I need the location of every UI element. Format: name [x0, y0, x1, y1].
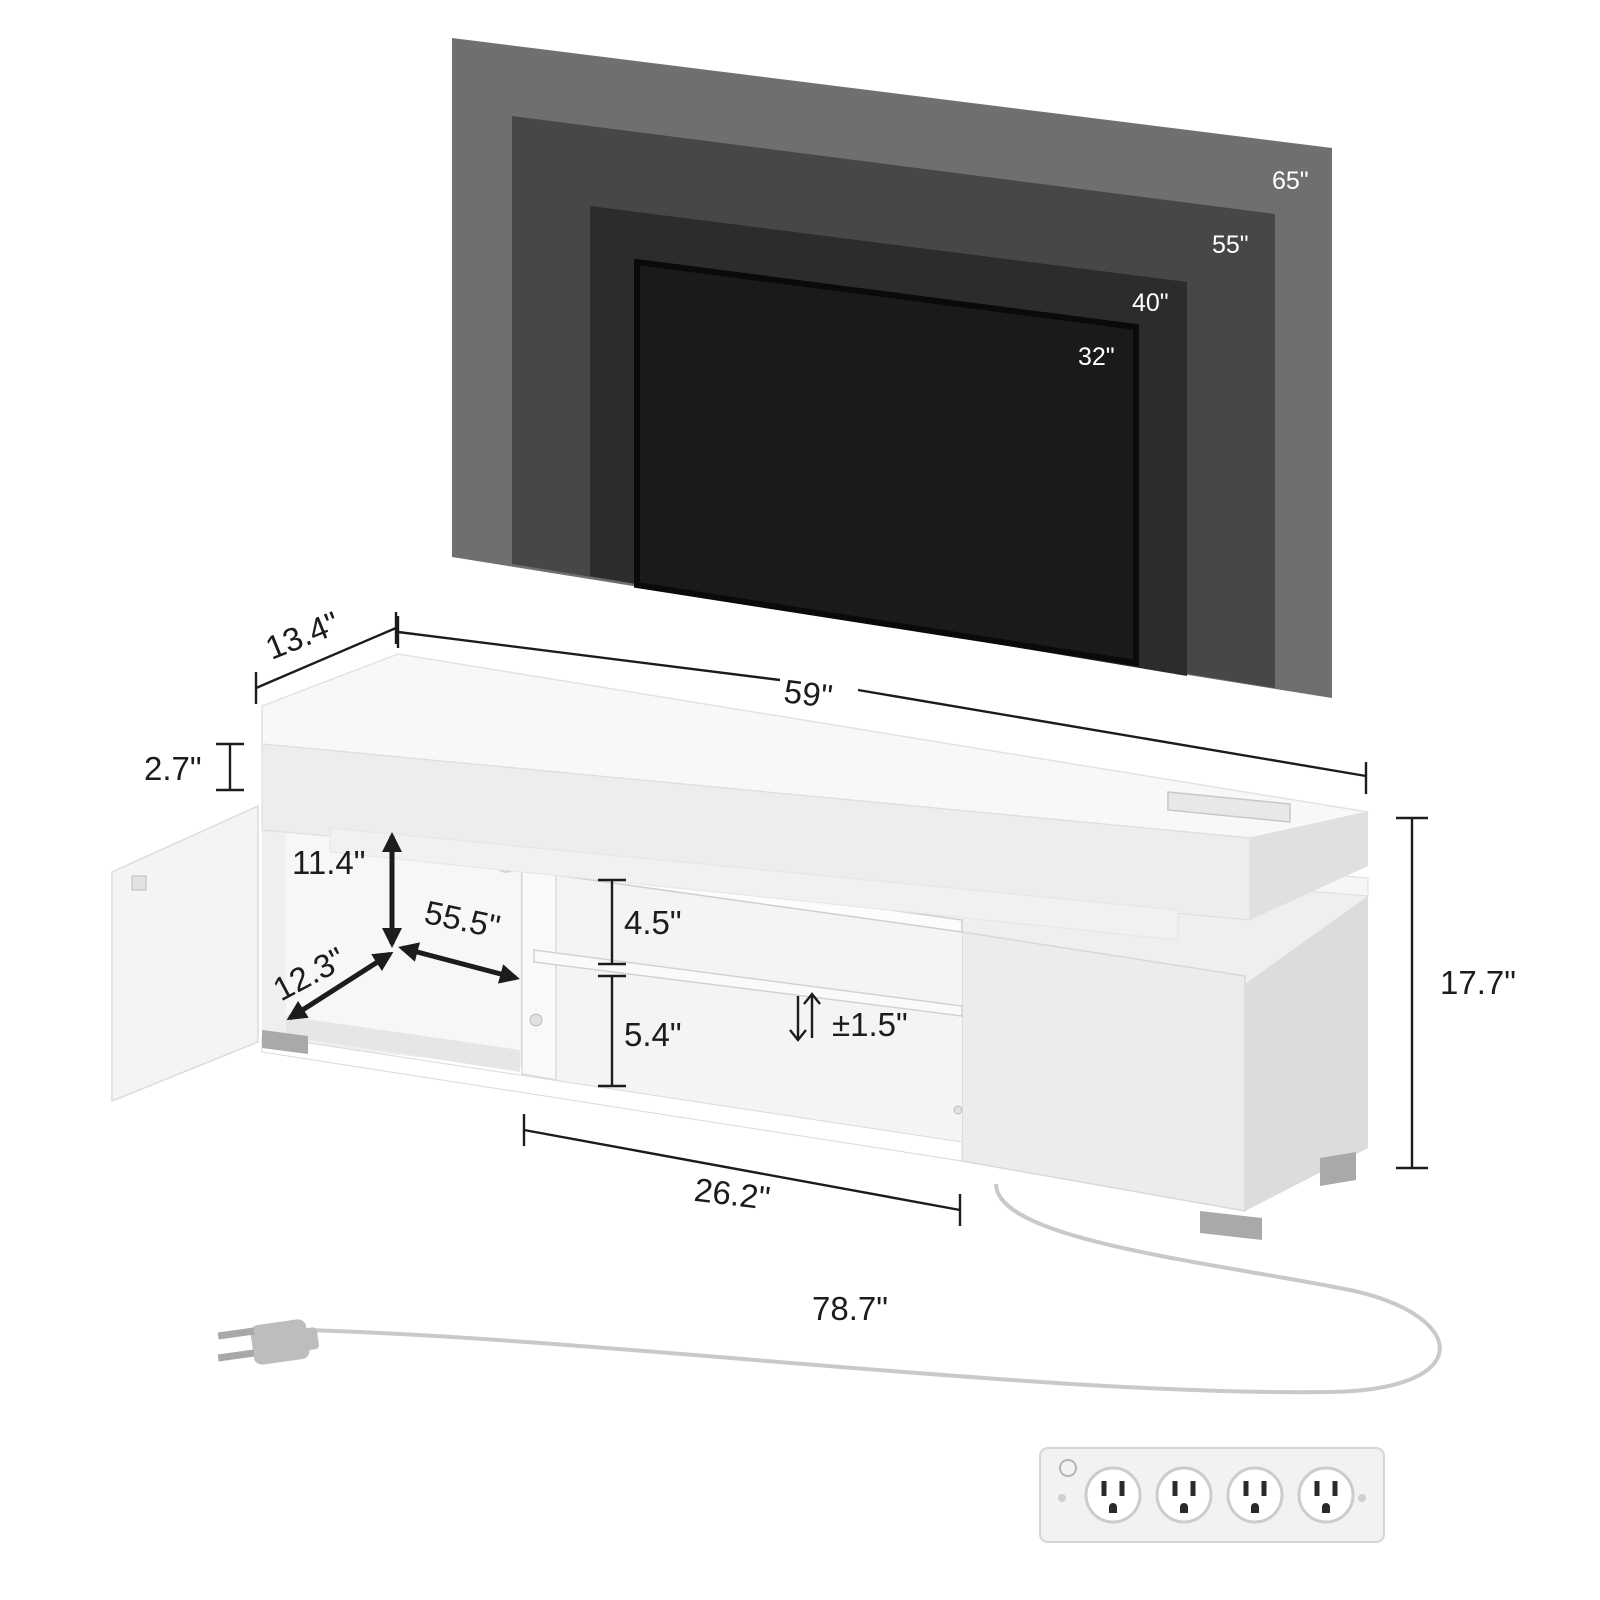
upper-shelf-height-label: 4.5" — [624, 904, 682, 941]
tv-size-silhouettes: 65" 55" 40" 32" — [452, 38, 1332, 698]
cord-length-label: 78.7" — [812, 1290, 888, 1327]
height-label: 17.7" — [1440, 964, 1516, 1001]
tv-32-silhouette — [634, 258, 1139, 667]
left-cabinet-door — [111, 804, 259, 1103]
stand-led-layer — [329, 827, 1179, 941]
tv-32-label: 32" — [1078, 343, 1115, 371]
power-cord — [217, 1183, 1442, 1395]
tv-65-label: 65" — [1272, 167, 1309, 195]
left-cabinet-floor — [286, 1016, 520, 1072]
outlet-icon — [1084, 1466, 1142, 1524]
tv-stand — [111, 653, 1369, 1240]
outlet-icon — [1226, 1466, 1284, 1524]
power-button-icon — [1059, 1459, 1077, 1477]
stand-foot — [1320, 1152, 1356, 1186]
shelf-adjust-label: ±1.5" — [832, 1006, 908, 1043]
cabinet-inner-height-label: 11.4" — [292, 844, 366, 881]
dimension-annotations: 13.4" 59" 2.7" 17.7" 11.4" 12.3" 55.5" 4… — [144, 604, 1516, 1327]
top-built-in-outlet — [1167, 791, 1291, 823]
adjust-arrows-icon — [789, 992, 821, 1042]
stand-right-side — [1245, 896, 1368, 1211]
strip-screw — [1358, 1494, 1366, 1502]
shelf-peg — [953, 1105, 963, 1115]
cord-line — [307, 1183, 1442, 1395]
power-strip — [1039, 1447, 1385, 1543]
outlet-icon — [1297, 1466, 1355, 1524]
stand-foot — [1200, 1211, 1262, 1240]
plug-icon — [217, 1319, 319, 1365]
depth-label: 13.4" — [260, 604, 344, 667]
width-label: 59" — [782, 672, 835, 715]
adjustable-shelf — [533, 949, 963, 1017]
lower-shelf-height-label: 5.4" — [624, 1016, 682, 1053]
open-section-width-label: 26.2" — [692, 1171, 772, 1217]
outlet-icon — [1155, 1466, 1213, 1524]
tv-40-label: 40" — [1132, 289, 1169, 317]
top-thickness-label: 2.7" — [144, 750, 202, 787]
stand-top-right-edge — [1250, 812, 1368, 920]
door-hinge-mark — [131, 875, 147, 891]
shelf-peg — [529, 1013, 543, 1027]
strip-screw — [1058, 1494, 1066, 1502]
tv-55-label: 55" — [1212, 231, 1249, 259]
stand-foot — [262, 1030, 308, 1054]
right-cabinet-door — [961, 931, 1246, 1212]
